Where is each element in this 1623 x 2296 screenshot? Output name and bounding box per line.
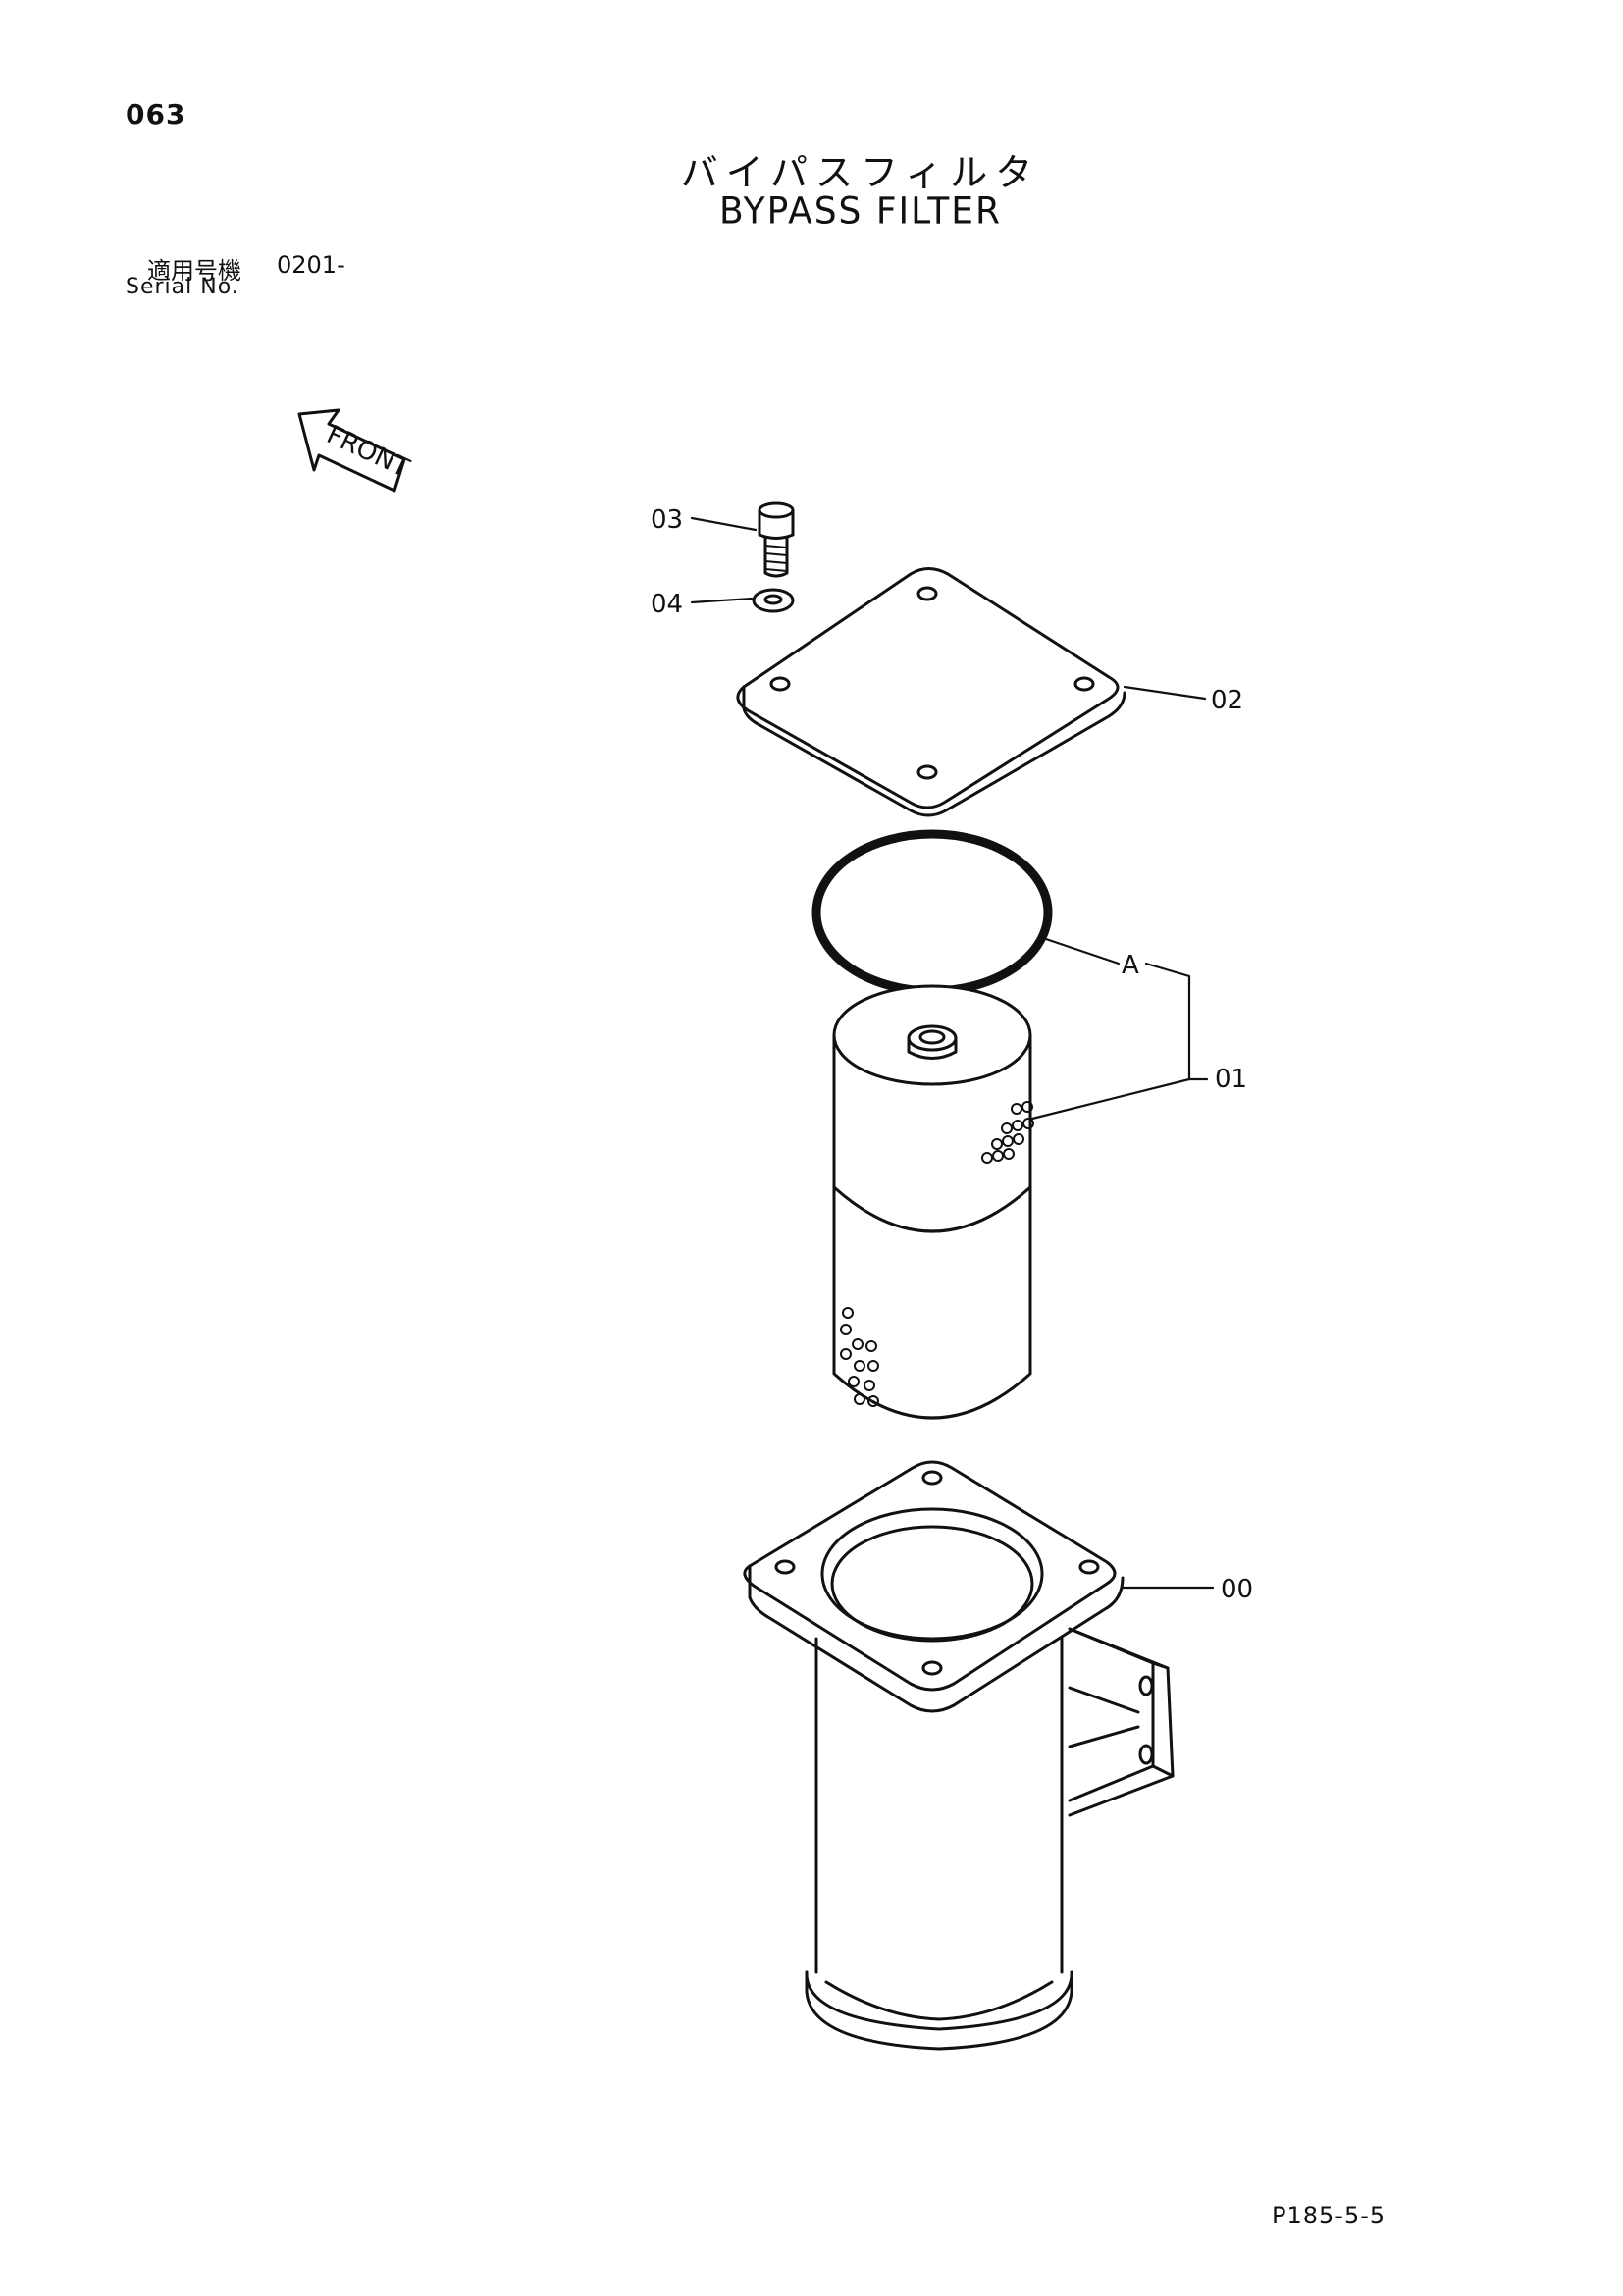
leader-lines [690, 516, 1215, 1590]
title-english: BYPASS FILTER [718, 189, 1003, 234]
washer-part [752, 588, 795, 613]
callout-01: 01 [1215, 1065, 1247, 1094]
figure-code: P185-5-5 [1272, 2202, 1387, 2229]
front-arrow-icon: FRONT [297, 408, 413, 493]
callout-00: 00 [1221, 1575, 1253, 1604]
serial-number-value: 0201- [277, 251, 345, 279]
callout-02: 02 [1211, 686, 1243, 715]
o-ring-part [812, 829, 1053, 996]
serial-label-english: Serial No. [126, 275, 239, 299]
callout-a: A [1122, 951, 1139, 980]
serial-label-japanese: 適用号機 [147, 257, 241, 285]
page-number: 063 [126, 98, 186, 130]
filter-case-part [743, 1460, 1175, 2051]
cover-plate-part [736, 567, 1126, 817]
filter-element-part [832, 984, 1034, 1420]
bolt-part [758, 501, 795, 578]
callout-03: 03 [651, 505, 683, 535]
title-japanese: バイパスフィルタ [680, 151, 1041, 194]
callout-04: 04 [651, 590, 683, 619]
